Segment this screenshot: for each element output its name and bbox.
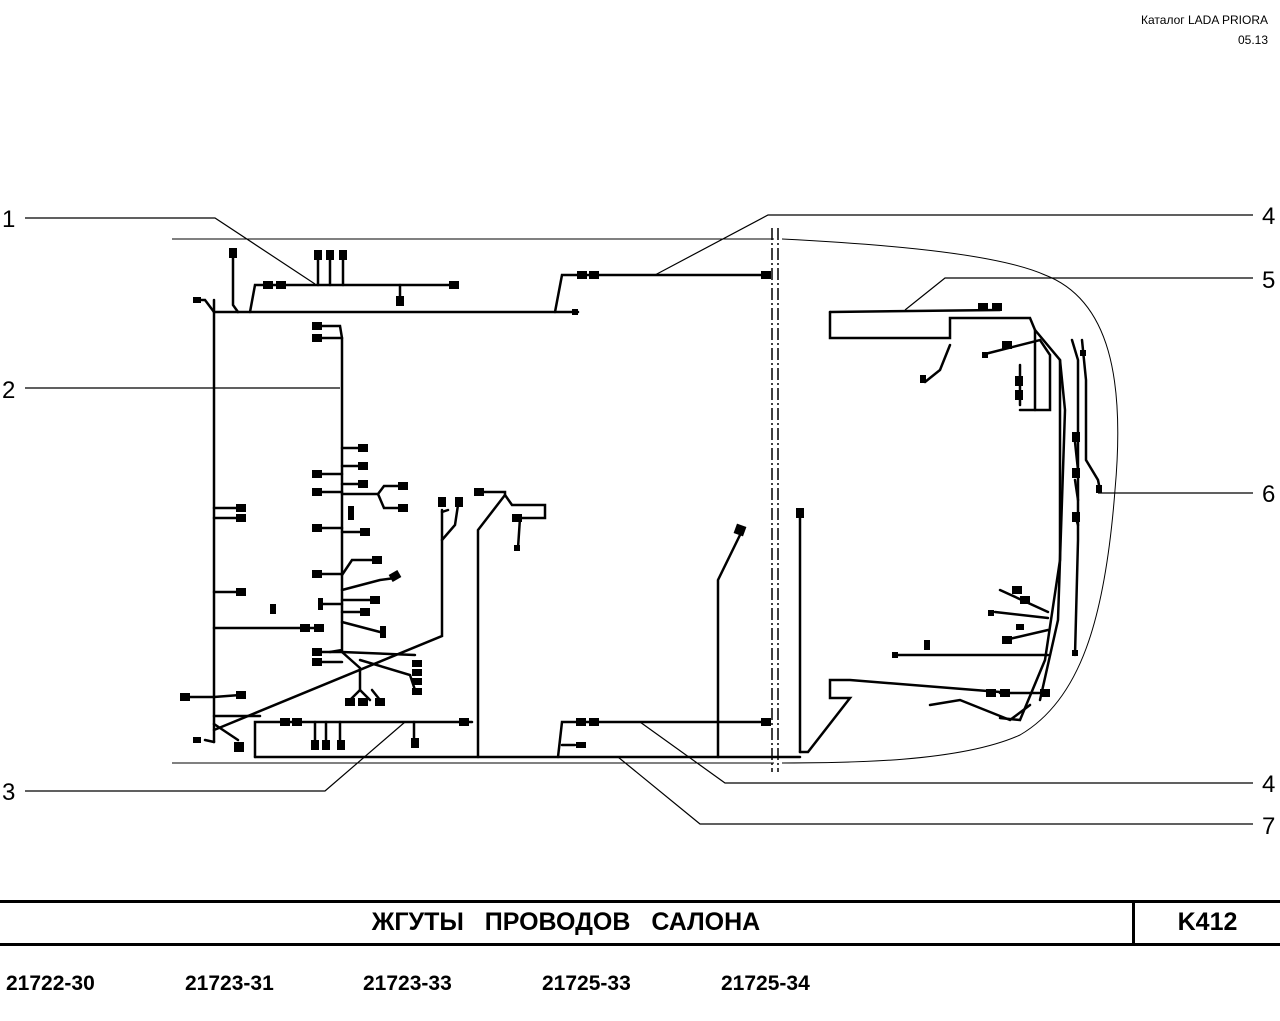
catalog-name: Каталог LADA PRIORA xyxy=(1141,13,1268,27)
wiring-diagram: 1 2 3 4 5 6 4 7 xyxy=(2,203,1275,840)
title-block-divider xyxy=(1132,900,1135,946)
model-code: 21723-31 xyxy=(185,972,274,995)
model-code: 21725-34 xyxy=(721,972,810,995)
title-block-top-rule xyxy=(0,900,1280,903)
catalog-date: 05.13 xyxy=(1237,33,1268,47)
model-code: 21723-33 xyxy=(363,972,452,995)
title-block-bottom-rule xyxy=(0,943,1280,946)
callout-1: 1 xyxy=(2,206,15,233)
model-code: 21725-33 xyxy=(542,972,631,995)
callout-5: 5 xyxy=(1262,267,1275,294)
callout-leaders xyxy=(25,214,1253,825)
section-cut-line xyxy=(771,228,779,772)
callout-4-top: 4 xyxy=(1262,203,1275,230)
page-code: K412 xyxy=(1177,908,1238,936)
callout-6: 6 xyxy=(1262,481,1275,508)
car-body-outline xyxy=(172,238,1119,764)
callout-7: 7 xyxy=(1262,813,1275,840)
callout-2: 2 xyxy=(2,377,15,404)
harness-connectors xyxy=(180,248,1102,752)
harness-wires xyxy=(184,256,1102,759)
page-title: ЖГУТЫ ПРОВОДОВ САЛОНА xyxy=(371,908,761,936)
model-code: 21722-30 xyxy=(6,972,95,995)
callout-3: 3 xyxy=(2,779,15,806)
callout-4-bottom: 4 xyxy=(1262,771,1275,798)
